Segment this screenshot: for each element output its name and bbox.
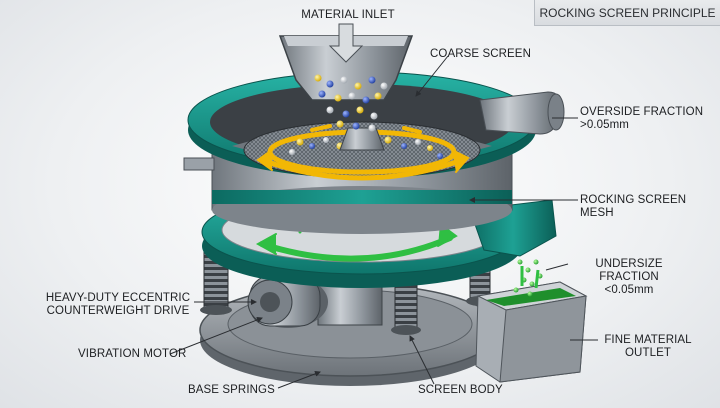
label-vibration-motor: VIBRATION MOTOR [78,348,187,360]
label-undersize-fraction: UNDERSIZE FRACTION <0.05mm [566,258,692,297]
undersize-fraction-size: <0.05mm [604,284,654,296]
label-eccentric-drive: HEAVY-DUTY ECCENTRIC COUNTERWEIGHT DRIVE [40,292,196,318]
center-cone [339,127,385,151]
fine-outlet-line1: FINE MATERIAL [604,334,692,346]
label-base-springs: BASE SPRINGS [188,384,275,396]
label-material-inlet: MATERIAL INLET [301,9,395,21]
overside-fraction-title: OVERSIDE FRACTION [580,106,704,118]
undersize-fraction-title: UNDERSIZE FRACTION [595,258,663,283]
label-fine-material-outlet: FINE MATERIAL OUTLET [598,334,698,360]
label-overside-fraction: OVERSIDE FRACTION >0.05mm [580,106,703,132]
fine-material-bin [475,281,588,383]
inlet-particles [314,74,388,132]
eccentric-drive-line1: HEAVY-DUTY ECCENTRIC [45,292,191,304]
label-coarse-screen: COARSE SCREEN [430,48,531,60]
inlet-arrow [328,23,364,63]
label-rocking-screen-mesh: ROCKING SCREEN MESH [580,194,687,219]
overside-outlet [479,91,565,135]
label-screen-body: SCREEN BODY [418,384,503,396]
fine-particles [513,259,543,297]
fine-outlet-line2: OUTLET [625,347,671,359]
leader-lines [169,55,598,389]
overside-fraction-size: >0.05mm [580,119,629,131]
eccentric-drive-line2: COUNTERWEIGHT DRIVE [46,305,190,317]
diagram-title: ROCKING SCREEN PRINCIPLE [534,0,720,26]
